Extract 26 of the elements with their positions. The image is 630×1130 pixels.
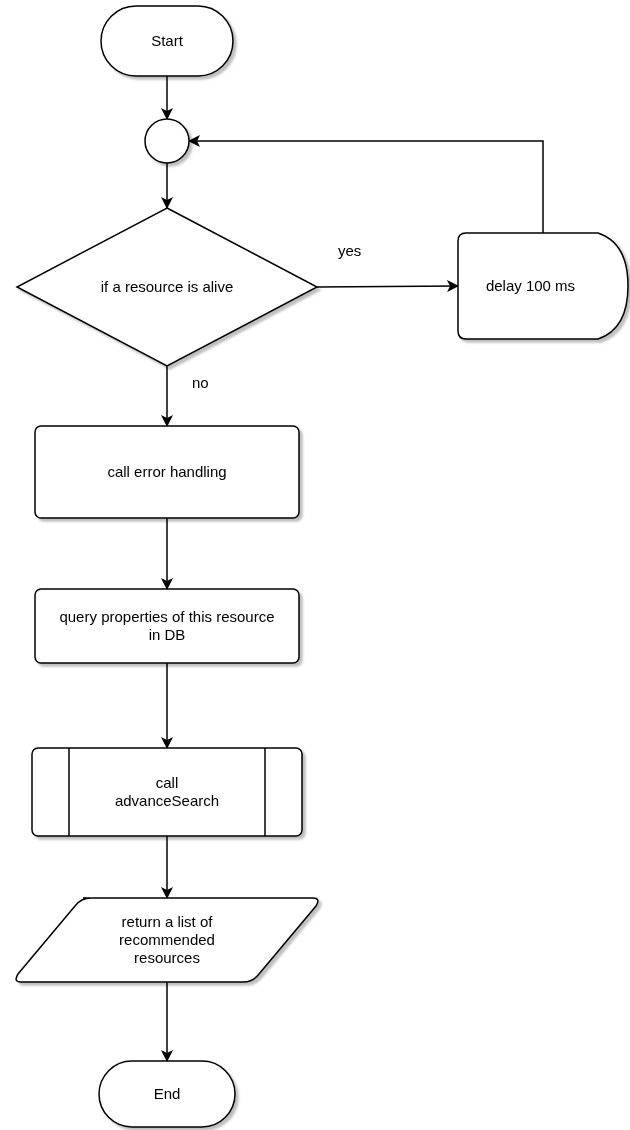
terminator-shape [101,6,233,76]
node-text: if a resource is alive [100,278,234,296]
arrow [188,135,544,234]
arrow [161,75,173,120]
arrow [161,162,173,209]
arrow [161,365,173,427]
arrow [316,280,459,293]
subprocess-box [32,748,302,836]
arrow [161,662,173,749]
arrow [161,835,173,899]
node-text: call error handling [107,463,227,481]
node-text: query properties of this resource in DB [58,608,276,644]
arrow [161,981,173,1062]
node-text: Start [151,32,183,50]
node-text: delay 100 ms [485,277,576,295]
node-text: return a list of recommended resources [118,913,216,967]
process-box [35,589,299,663]
node-text: End [153,1085,181,1103]
node-text: call advanceSearch [113,774,221,810]
delay-shape [458,233,628,339]
terminator-shape [99,1061,235,1127]
decision-diamond [17,208,317,366]
process-box [35,426,299,518]
data-parallelogram [13,898,321,982]
arrow [161,517,173,590]
connector-circle [145,119,189,163]
